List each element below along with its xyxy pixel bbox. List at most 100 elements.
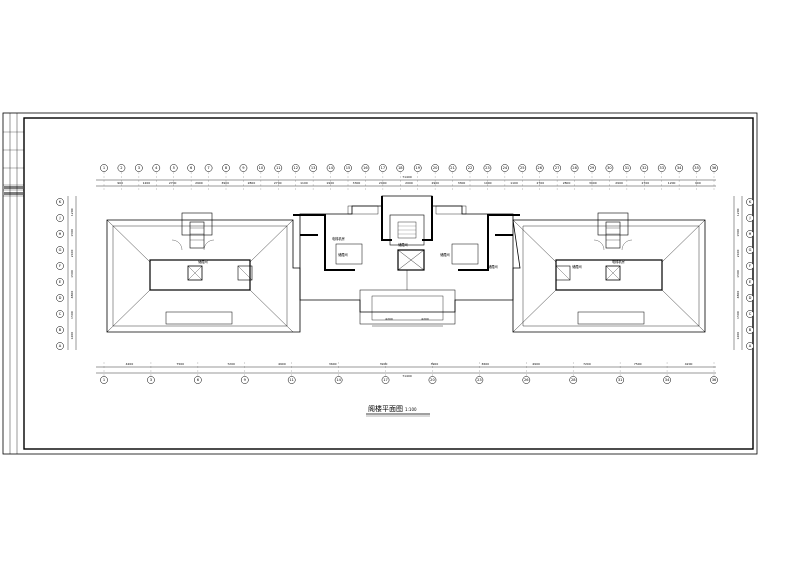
axis-bubble-top-32: 32 [640,164,649,172]
svg-text:8: 8 [225,166,228,170]
dim-top-19: 3900 [589,181,597,185]
svg-text:11: 11 [276,166,281,170]
center-dim-2: 4200 [421,317,429,321]
svg-text:E: E [59,280,62,284]
axis-bubble-top-21: 21 [448,164,457,172]
dim-bottom-5: 3600 [329,362,337,366]
axis-bubble-right-1: K [746,198,754,206]
svg-text:9: 9 [242,166,245,170]
axis-bubble-left-6: E [56,278,64,286]
svg-text:6: 6 [190,166,193,170]
svg-text:27: 27 [555,166,560,170]
svg-text:J: J [58,216,60,220]
axis-bubble-top-3: 3 [135,164,143,172]
svg-text:28: 28 [571,378,576,382]
dim-top-23: 900 [695,181,701,185]
svg-text:36: 36 [712,166,717,170]
axis-bubble-left-2: J [56,214,64,222]
axis-bubble-bottom-8: 20 [428,376,437,384]
svg-text:6: 6 [197,378,200,382]
svg-text:K: K [59,200,62,204]
axis-bubble-top-15: 15 [344,164,352,172]
dim-top-11: 2900 [379,181,387,185]
axis-bubble-top-9: 9 [239,164,248,172]
axis-bubble-bottom-10: 26 [522,376,531,384]
dim-top-15: 1900 [484,181,492,185]
svg-text:1: 1 [103,166,105,170]
svg-text:20: 20 [433,166,438,170]
dim-bottom-6: 3900 [380,362,388,366]
dim-top-13: 2900 [431,181,439,185]
svg-text:9: 9 [244,378,247,382]
axis-bubble-top-25: 25 [518,164,527,172]
svg-text:30: 30 [607,166,612,170]
svg-text:21: 21 [450,166,455,170]
dim-right-5: 4800 [736,291,740,299]
outer-border [2,112,758,455]
svg-text:29: 29 [590,166,595,170]
svg-text:26: 26 [524,378,529,382]
dim-top-1: 900 [117,181,123,185]
axis-bubble-bottom-11: 28 [569,376,578,384]
svg-text:31: 31 [618,378,623,382]
room-label-5: 储藏间 [440,252,450,257]
axis-bubble-top-10: 10 [257,164,265,172]
svg-text:A: A [749,344,752,348]
dim-top-20: 2900 [615,181,623,185]
axis-bubble-top-2: 2 [117,164,126,172]
floor-plan [106,195,706,333]
drawing-scale: 1:100 [405,407,417,412]
svg-text:B: B [59,328,62,332]
axis-bubble-left-8: C [56,310,64,318]
axis-bubble-left-5: F [56,262,64,270]
dim-bottom-7: 3900 [431,362,439,366]
drawing-title-text: 阁楼平面图 [368,404,403,413]
svg-text:B: B [749,328,752,332]
axis-bubble-right-10: A [746,342,754,350]
axis-bubble-top-8: 8 [222,164,230,172]
dim-bottom-10: 7200 [583,362,591,366]
svg-text:31: 31 [625,166,630,170]
dim-bottom-11: 7500 [634,362,642,366]
dim-right-1: 1200 [736,208,740,216]
axis-bubble-top-19: 19 [413,164,422,172]
axis-bubble-left-10: A [56,342,64,350]
dim-right-2: 1500 [736,229,740,237]
room-label-3: 储藏间 [338,252,348,257]
svg-text:C: C [749,312,752,316]
dim-bottom-9: 4900 [532,362,540,366]
dim-left-1: 1200 [70,208,74,216]
dimension-lines [67,179,743,374]
svg-text:14: 14 [336,378,341,382]
axis-bubble-top-17: 17 [379,164,387,172]
dim-right-4: 1500 [736,270,740,278]
dim-top-8: 1100 [300,181,308,185]
title-block-strip [3,113,24,454]
axis-bubble-left-4: G [56,246,64,254]
axis-bubble-top-13: 13 [309,164,317,172]
center-dim-1: 4200 [385,317,393,321]
dim-left-6: 1500 [70,311,74,319]
svg-text:2: 2 [120,166,122,170]
svg-text:22: 22 [468,166,473,170]
svg-text:17: 17 [383,378,388,382]
axis-bubble-right-9: B [746,326,754,334]
svg-text:E: E [749,280,752,284]
dim-bottom-2: 7500 [176,362,184,366]
axis-bubble-top-7: 7 [204,164,213,172]
svg-text:J: J [748,216,750,220]
axis-bubble-top-31: 31 [623,164,631,172]
axis-bubble-top-27: 27 [553,164,561,172]
dim-bottom-8: 3600 [481,362,489,366]
svg-text:18: 18 [398,166,403,170]
axis-bubble-top-5: 5 [169,164,178,172]
svg-text:H: H [749,232,752,236]
axis-bubble-top-24: 24 [501,164,509,172]
svg-text:13: 13 [311,166,316,170]
dim-top-7: 2700 [274,181,282,185]
